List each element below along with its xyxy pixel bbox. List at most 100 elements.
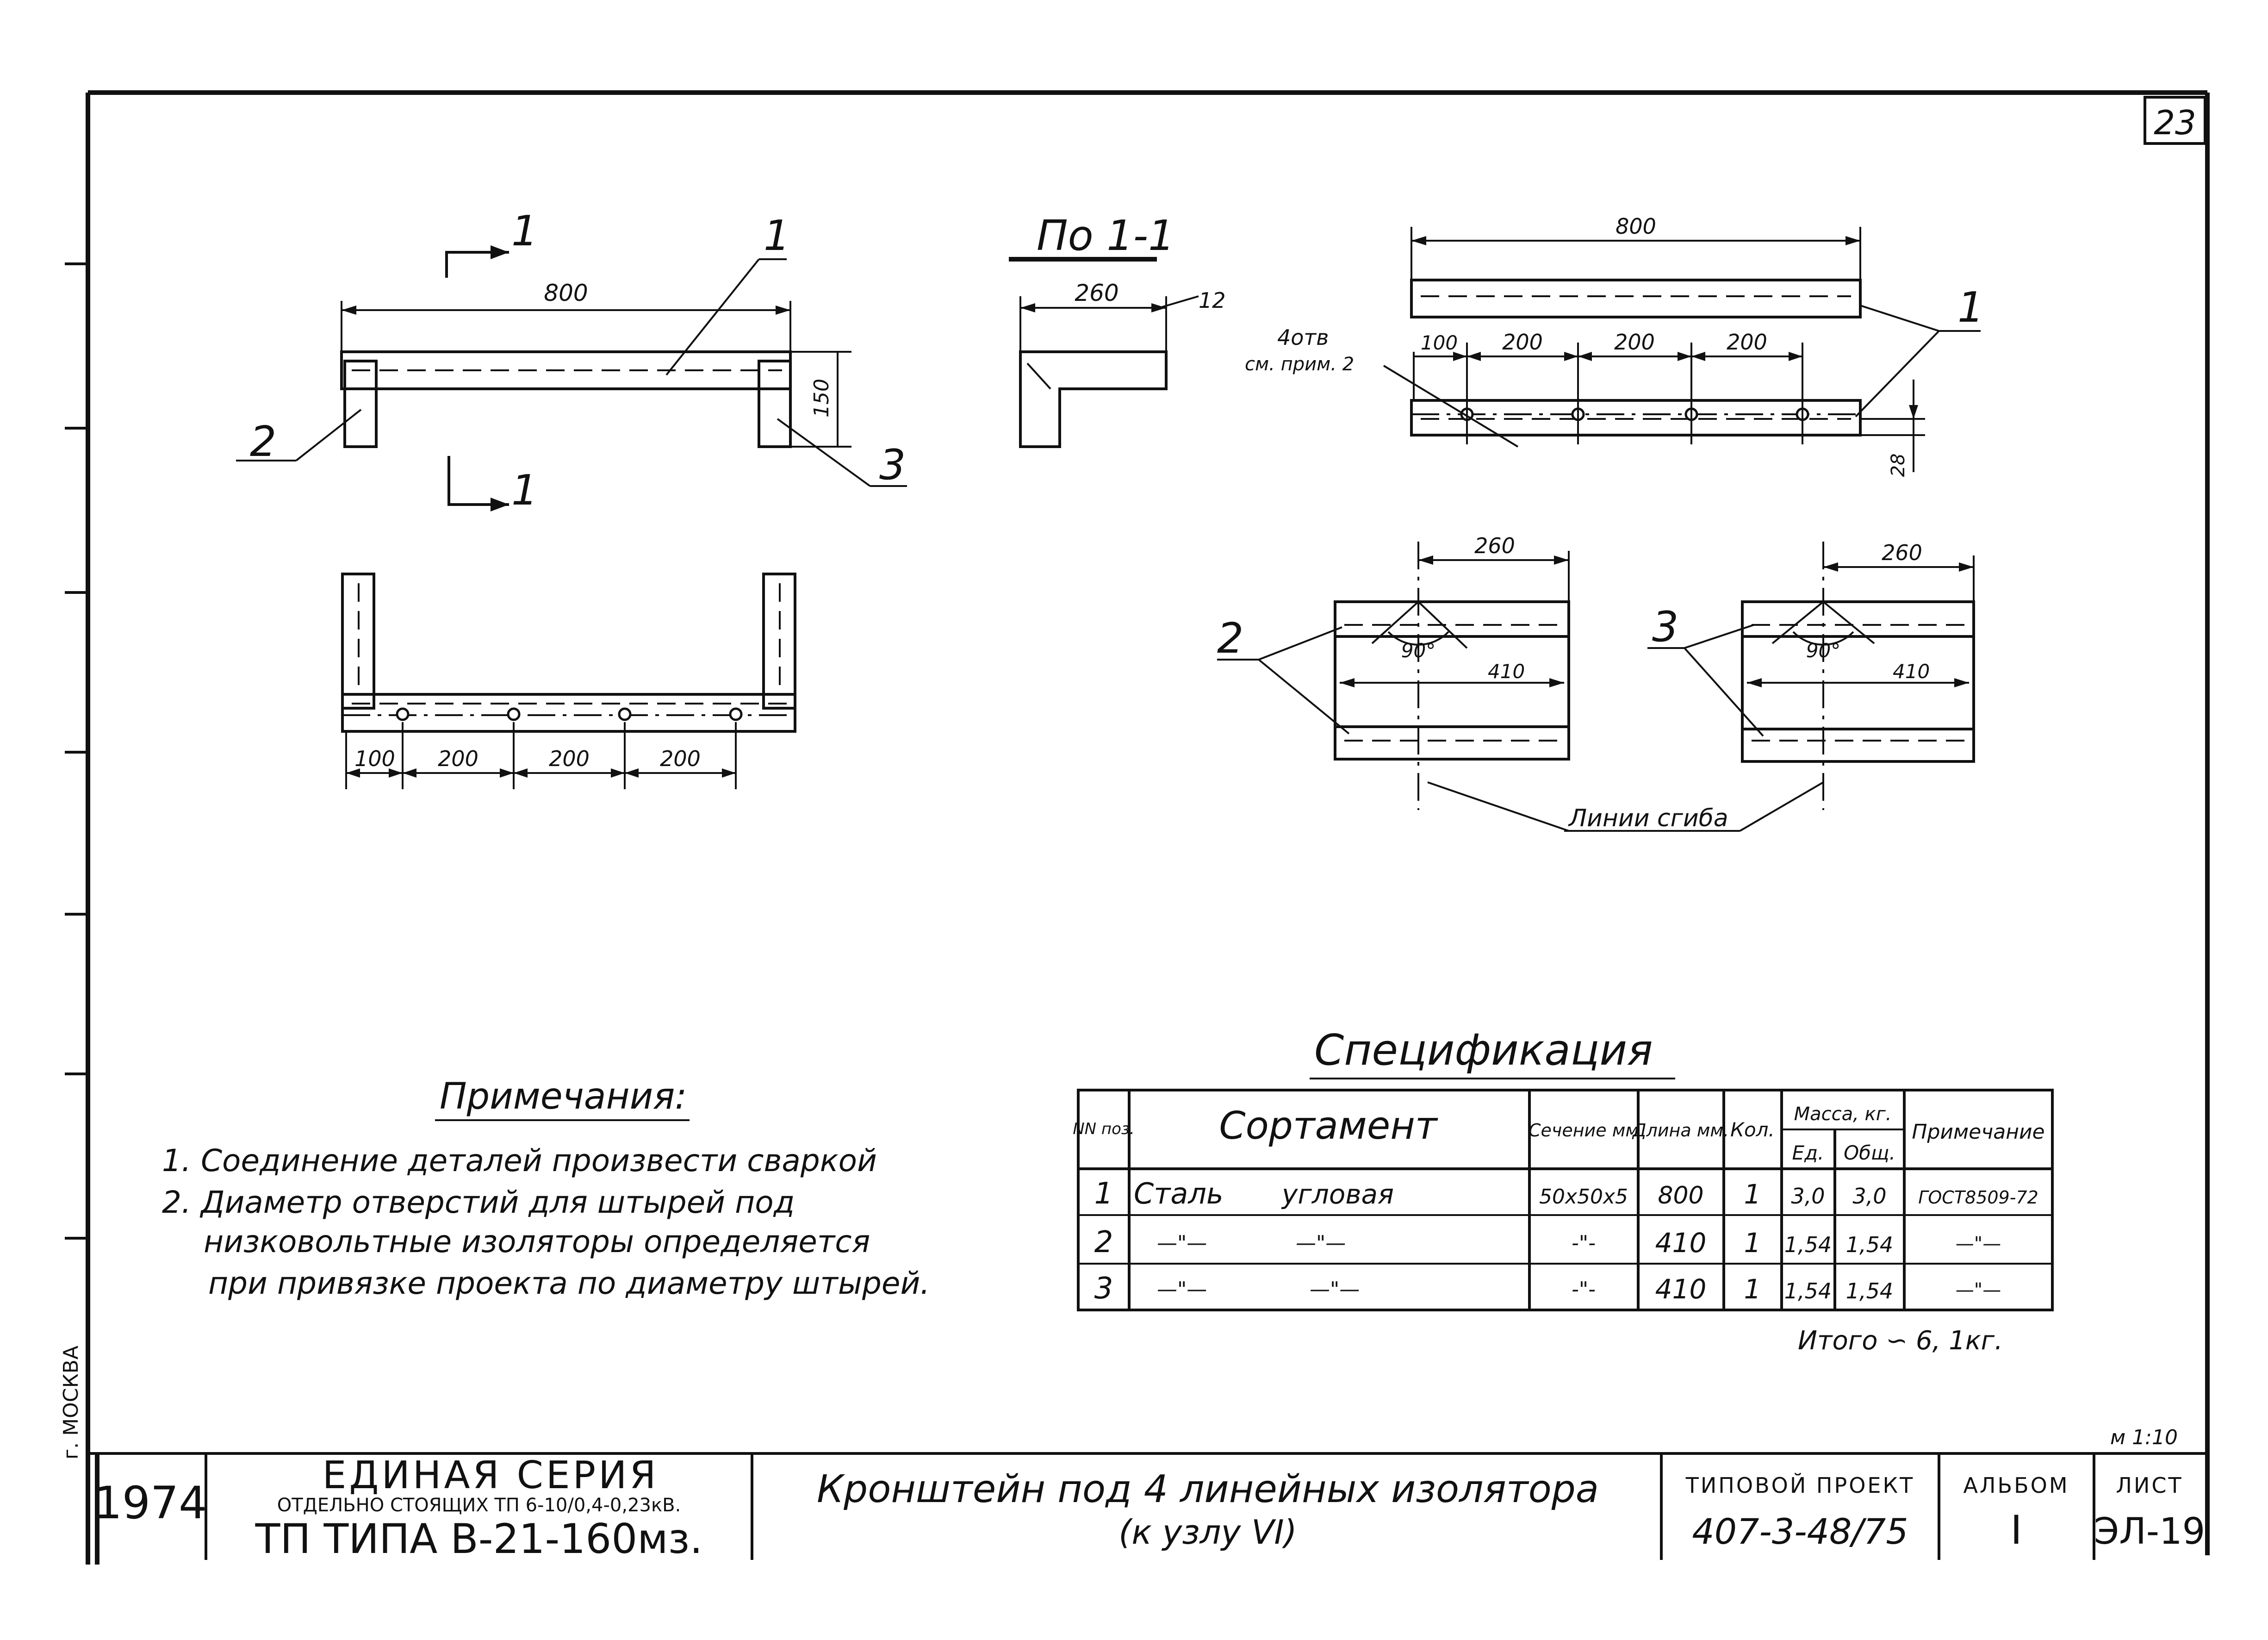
plan-dim-2: 200 <box>438 746 478 771</box>
spec-cell-length: 410 <box>1655 1227 1707 1259</box>
spec-header-sortament: Сортамент <box>1219 1104 1438 1148</box>
part1-dim-edge: 28 <box>1888 454 1909 477</box>
spec-cell-total: 3,0 <box>1852 1184 1886 1209</box>
sheet-value: ЭЛ-19 <box>2094 1511 2206 1553</box>
series-line-2: ОТДЕЛЬНО СТОЯЩИХ ТП 6-10/0,4-0,23кВ. <box>277 1495 681 1516</box>
part1-holes-label: 4отв <box>1277 325 1329 350</box>
spec-header-section: Сечение мм <box>1529 1120 1639 1141</box>
spec-cell-qty: 1 <box>1744 1227 1761 1259</box>
spec-cell-unit: 3,0 <box>1791 1184 1825 1209</box>
spec-cell-length: 410 <box>1655 1273 1707 1305</box>
part1-holes-note: см. прим. 2 <box>1245 354 1354 375</box>
part3-dim-width: 260 <box>1882 540 1922 565</box>
spec-header-length: Длина мм. <box>1632 1120 1729 1141</box>
spec-cell-section: 50х50х5 <box>1539 1185 1628 1209</box>
spec-cell-name-a: Сталь <box>1134 1177 1224 1210</box>
part1-dim-length: 800 <box>1616 214 1656 239</box>
spec-row-1: 1 Сталь угловая 50х50х5 800 1 3,0 3,0 ГО… <box>1094 1177 2038 1211</box>
front-dim-length: 800 <box>544 280 588 306</box>
bend-lines-leader <box>1427 781 1824 832</box>
part2-detail <box>1217 542 1570 810</box>
spec-header-mass-unit: Ед. <box>1792 1141 1824 1164</box>
spec-row-3: 3 —"— —"— -"- 410 1 1,54 1,54 —"— <box>1094 1272 2001 1306</box>
part1-dim-2: 200 <box>1502 330 1543 355</box>
spec-cell-pos: 2 <box>1094 1225 1113 1260</box>
plan-view <box>341 573 796 789</box>
part1-dim-4: 200 <box>1727 330 1767 355</box>
spec-cell-unit: 1,54 <box>1784 1278 1832 1303</box>
front-leader-3: 3 <box>879 441 906 489</box>
spec-cell-name-b: —"— <box>1310 1278 1360 1301</box>
front-view <box>236 245 907 511</box>
front-dim-height: 150 <box>810 379 833 418</box>
project-value: 407-3-48/75 <box>1692 1511 1908 1552</box>
title-block-grid <box>205 1453 2095 1560</box>
section-dim-thick: 12 <box>1199 288 1226 313</box>
sheet-number: 23 <box>2154 103 2196 142</box>
plan-dim-1: 100 <box>354 746 395 771</box>
section-mark-bottom: 1 <box>511 466 538 515</box>
part1-dim-3: 200 <box>1614 330 1655 355</box>
note-line-3: низковольтные изоляторы определяется <box>204 1224 870 1260</box>
spec-cell-note: —"— <box>1956 1279 2001 1301</box>
spec-cell-qty: 1 <box>1744 1273 1761 1305</box>
spec-cell-length: 800 <box>1658 1182 1703 1210</box>
spec-table-grid <box>1077 1089 2054 1311</box>
spec-cell-total: 1,54 <box>1846 1232 1893 1257</box>
spec-cell-qty: 1 <box>1744 1179 1761 1210</box>
spec-header-note: Примечание <box>1912 1120 2044 1144</box>
part3-dim-length: 410 <box>1893 660 1930 683</box>
spec-cell-note: —"— <box>1956 1233 2001 1254</box>
spec-cell-total: 1,54 <box>1846 1278 1893 1303</box>
sheet-label: ЛИСТ <box>2116 1473 2183 1498</box>
series-line-3: ТП ТИПА В-21-160мз. <box>255 1515 703 1563</box>
spec-cell-unit: 1,54 <box>1784 1232 1832 1257</box>
bend-lines-label: Линии сгиба <box>1568 804 1728 832</box>
series-line-1: ЕДИНАЯ СЕРИЯ <box>323 1453 659 1497</box>
spec-row-2: 2 —"— —"— -"- 410 1 1,54 1,54 —"— <box>1094 1225 2001 1260</box>
part2-angle: 90° <box>1401 639 1435 662</box>
part3-angle: 90° <box>1806 639 1840 662</box>
section-view <box>1009 257 1199 448</box>
spec-title: Спецификация <box>1314 1025 1653 1075</box>
project-label: ТИПОВОЙ ПРОЕКТ <box>1685 1473 1914 1498</box>
plan-dim-3: 200 <box>549 746 590 771</box>
part3-leader: 3 <box>1652 603 1678 651</box>
note-line-4: при привязке проекта по диаметру штырей. <box>208 1266 930 1301</box>
sheet-frame <box>65 90 2210 1565</box>
spec-cell-section: -"- <box>1572 1231 1596 1255</box>
spec-total: Итого ∽ 6, 1кг. <box>1798 1326 2003 1356</box>
front-leader-2: 2 <box>250 418 276 466</box>
note-line-1: 1. Соединение деталей произвести сваркой <box>162 1143 877 1179</box>
spec-header-pos: NN поз. <box>1073 1120 1135 1138</box>
spec-cell-name-a: —"— <box>1157 1278 1207 1301</box>
part2-dim-length: 410 <box>1488 660 1525 683</box>
part1-leader: 1 <box>1957 283 1984 332</box>
spec-cell-pos: 3 <box>1094 1272 1113 1306</box>
section-mark-top: 1 <box>511 207 538 256</box>
album-label: АЛЬБОМ <box>1963 1473 2069 1498</box>
front-leader-1: 1 <box>764 212 790 260</box>
part3-detail <box>1647 542 1975 810</box>
notes-title: Примечания: <box>440 1076 687 1117</box>
spec-cell-note: ГОСТ8509-72 <box>1918 1187 2038 1208</box>
title-year: 1974 <box>94 1477 207 1529</box>
plan-dim-4: 200 <box>660 746 701 771</box>
part2-dim-width: 260 <box>1474 533 1515 558</box>
part2-leader: 2 <box>1217 614 1243 663</box>
spec-header-qty: Кол. <box>1730 1118 1775 1141</box>
spec-header-mass: Масса, кг. <box>1794 1104 1892 1125</box>
note-line-2: 2. Диаметр отверстий для штырей под <box>162 1185 795 1220</box>
spec-cell-section: -"- <box>1572 1278 1596 1301</box>
side-city-label: г. МОСКВА <box>59 1346 83 1459</box>
spec-header-mass-total: Общ. <box>1844 1141 1895 1164</box>
drawing-title-line-1: Кронштейн под 4 линейных изолятора <box>817 1467 1599 1511</box>
spec-cell-name-a: —"— <box>1157 1231 1207 1255</box>
album-value: I <box>2010 1507 2022 1553</box>
section-dim-width: 260 <box>1075 280 1118 306</box>
spec-cell-pos: 1 <box>1094 1177 1113 1211</box>
part1-detail <box>1383 227 1981 472</box>
section-title: По 1-1 <box>1037 212 1174 260</box>
part1-dim-1: 100 <box>1421 331 1458 354</box>
